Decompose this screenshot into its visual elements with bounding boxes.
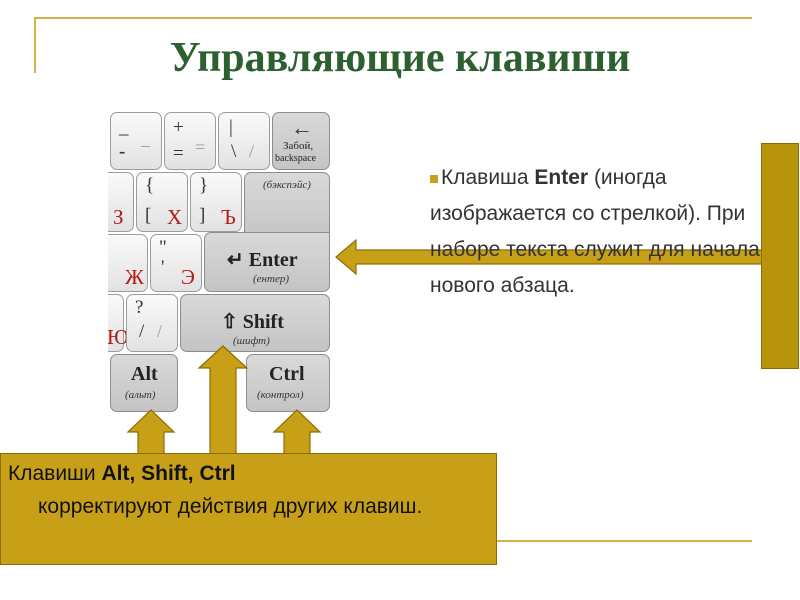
minus-key: _ - – — [110, 112, 162, 170]
enter-key-label: ↵ Enter — [227, 249, 298, 271]
alt-key-note: (альт) — [125, 389, 156, 401]
ctrl-key-note: (контрол) — [257, 389, 304, 401]
question-key-bottom: / — [139, 321, 145, 342]
minus-key-faint: – — [141, 135, 150, 155]
plus-key: + = = — [164, 112, 216, 170]
brace-close-ru: Ъ — [221, 205, 236, 229]
question-key: ? / / — [126, 294, 178, 352]
minus-key-top: _ — [119, 117, 129, 138]
backslash-key-faint: / — [249, 141, 255, 161]
frame-line-top — [34, 17, 752, 19]
brace-close-bottom: ] — [199, 205, 206, 226]
ctrl-key: Ctrl (контрол) — [246, 354, 330, 412]
backspace-arrow-icon: ← — [291, 115, 313, 140]
backslash-key-bottom: \ — [231, 141, 237, 162]
backslash-key: | \ / — [218, 112, 270, 170]
backspace-key: ← Забой, backspace — [272, 112, 330, 170]
modifiers-box — [0, 453, 497, 565]
question-key-faint: / — [157, 321, 163, 341]
quote-key-top: " — [159, 237, 167, 258]
enter-desc-rest: (иногда изображается со стрелкой). При н… — [430, 166, 760, 297]
zh-key-char: Ж — [125, 265, 144, 289]
enter-key-note: (ентер) — [253, 273, 289, 285]
z-key-partial: З — [108, 172, 134, 232]
brace-open-bottom: [ — [145, 205, 152, 226]
plus-key-faint: = — [195, 137, 206, 157]
alt-key: Alt (альт) — [110, 354, 178, 412]
enter-key-upper: (бэкспэйс) — [244, 172, 330, 242]
minus-key-bottom: - — [119, 141, 126, 162]
backspace-key-sublabel: backspace — [275, 153, 317, 164]
quote-key-ru: Э — [181, 265, 195, 289]
question-key-top: ? — [135, 297, 144, 318]
enter-desc-key: Enter — [534, 166, 589, 189]
shift-key: ⇧ Shift (шифт) — [180, 294, 330, 352]
frame-line-left — [34, 17, 36, 73]
brace-open-key: { [ Х — [136, 172, 188, 232]
modifiers-prefix: Клавиши — [8, 462, 102, 485]
brace-open-ru: Х — [167, 205, 183, 229]
quote-key-bottom: ' — [161, 257, 165, 278]
brace-close-key: } ] Ъ — [190, 172, 242, 232]
modifiers-line1: Клавиши Alt, Shift, Ctrl — [8, 457, 488, 490]
zh-key-partial: Ж — [108, 234, 148, 292]
backspace-key-note: (бэкспэйс) — [263, 179, 311, 191]
brace-open-top: { — [145, 175, 155, 196]
shift-key-label: ⇧ Shift — [221, 311, 284, 333]
backspace-key-label: Забой, — [283, 140, 314, 152]
keyboard-illustration: _ - – + = = | \ / ← Забой, backspace З {… — [108, 110, 332, 418]
plus-key-top: + — [173, 117, 184, 138]
brace-close-top: } — [199, 175, 209, 196]
quote-key: " ' Э — [150, 234, 202, 292]
modifiers-description: Клавиши Alt, Shift, Ctrl корректируют де… — [8, 457, 488, 523]
yu-key-partial: Ю — [108, 294, 129, 352]
enter-desc-prefix: Клавиша — [441, 166, 535, 189]
enter-key: ↵ Enter (ентер) — [204, 232, 330, 292]
alt-key-label: Alt — [131, 363, 158, 385]
ctrl-key-label: Ctrl — [269, 363, 305, 385]
z-key-char: З — [113, 205, 124, 229]
bullet-icon — [430, 175, 438, 183]
enter-description: Клавиша Enter (иногда изображается со ст… — [430, 160, 760, 304]
modifiers-rest: корректируют действия других клавиш. — [38, 495, 423, 518]
frame-line-bottom — [497, 540, 752, 542]
slide-title: Управляющие клавиши — [169, 35, 631, 81]
yu-key-char: Ю — [108, 325, 129, 349]
backslash-key-top: | — [229, 117, 233, 138]
right-accent-bar — [761, 143, 799, 369]
shift-key-note: (шифт) — [233, 335, 270, 347]
modifiers-keys: Alt, Shift, Ctrl — [101, 462, 236, 485]
plus-key-bottom: = — [173, 143, 184, 164]
